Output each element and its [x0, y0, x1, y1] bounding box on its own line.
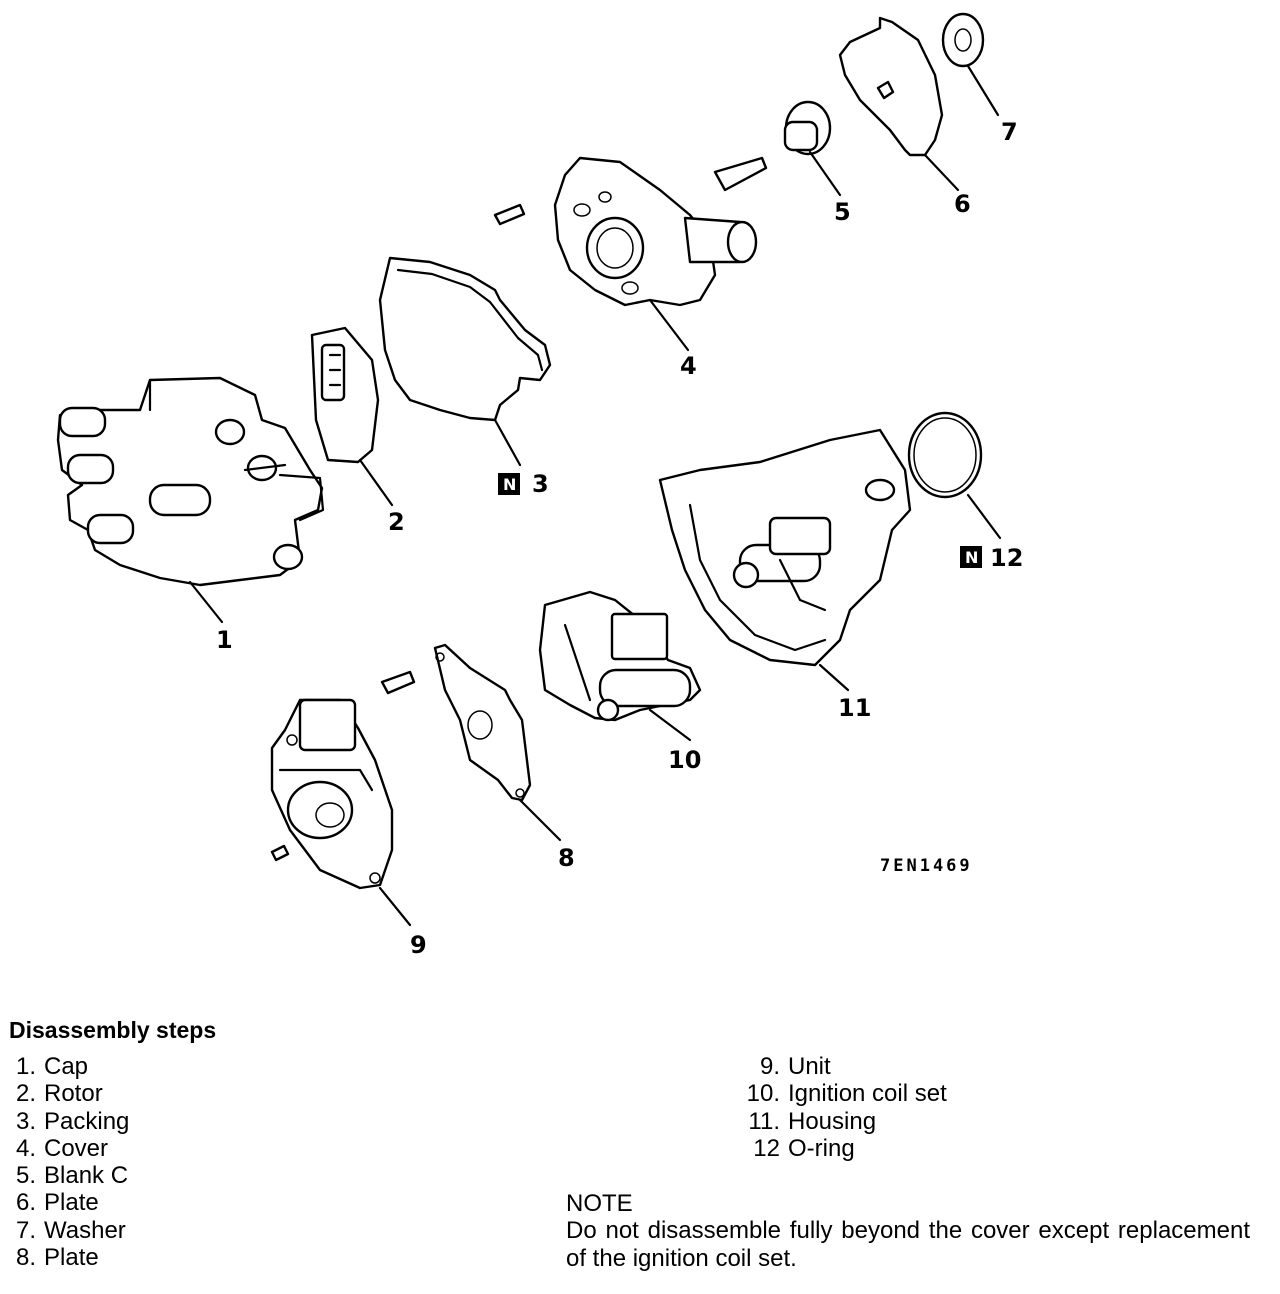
washer-drawing [941, 12, 985, 68]
step-number: 5. [15, 1162, 36, 1190]
step-label: Cover [44, 1134, 109, 1162]
step-item: 6. Plate [10, 1189, 129, 1216]
step-label: Packing [44, 1107, 130, 1135]
o-ring-drawing [907, 411, 983, 499]
step-number: 12 [753, 1134, 780, 1162]
steps-list-left: 1. Cap 2. Rotor 3. Packing 4. Cover 5. Blank C 6. P… [10, 1053, 129, 1271]
step-label: O-ring [788, 1134, 855, 1162]
step-item: 3. Packing [10, 1108, 129, 1135]
step-number: 3. [15, 1107, 36, 1135]
figure-code: 7EN1469 [880, 856, 973, 876]
steps-list-right: 9. Unit 10. Ignition coil set 11. Housing 12 O-… [738, 1053, 947, 1162]
ignition-coil-set-drawing [538, 590, 702, 722]
step-number: 9. [759, 1053, 780, 1080]
callout-8: 8 [558, 844, 575, 872]
step-item: 5. Blank C [10, 1162, 129, 1189]
callout-2: 2 [388, 508, 405, 536]
note-title: NOTE [566, 1190, 633, 1217]
step-item: 10. Ignition coil set [738, 1080, 947, 1107]
step-item: 7. Washer [10, 1217, 129, 1244]
step-number: 6. [15, 1189, 36, 1217]
packing-drawing [378, 256, 552, 422]
step-item: 4. Cover [10, 1135, 129, 1162]
step-item: 8. Plate [10, 1244, 129, 1271]
step-label: Blank C [44, 1162, 129, 1190]
svg-text:N: N [503, 475, 516, 494]
step-item: 1. Cap [10, 1053, 129, 1080]
rotor-drawing [310, 326, 380, 464]
cap-drawing [56, 376, 325, 587]
callout-5: 5 [834, 198, 851, 226]
step-number: 2. [15, 1080, 36, 1108]
housing-drawing [658, 428, 912, 667]
callout-12: 12 [990, 544, 1023, 572]
step-item: 2. Rotor [10, 1080, 129, 1107]
step-label: Rotor [44, 1080, 103, 1108]
callout-4: 4 [680, 352, 697, 380]
step-number: 1. [15, 1053, 36, 1080]
step-label: Unit [788, 1053, 831, 1080]
blank-cap-drawing [783, 100, 832, 156]
steps-title: Disassembly steps [9, 1017, 217, 1043]
svg-text:N: N [965, 548, 978, 567]
step-number: 11. [748, 1107, 780, 1135]
cover-drawing [553, 156, 758, 307]
step-number: 8. [15, 1244, 36, 1272]
callout-11: 11 [838, 694, 871, 722]
callout-1: 1 [216, 626, 233, 654]
new-part-badge-3: N [498, 473, 520, 495]
step-item: 11. Housing [738, 1108, 947, 1135]
leader-lines [188, 64, 1002, 927]
note-text: Do not disassemble fully beyond the cove… [566, 1217, 1250, 1272]
step-label: Ignition coil set [788, 1080, 947, 1108]
step-number: 7. [15, 1216, 36, 1244]
step-number: 10. [746, 1080, 780, 1108]
callout-10: 10 [668, 746, 701, 774]
screw-drawings [270, 156, 768, 862]
unit-drawing [270, 698, 394, 890]
step-label: Housing [788, 1107, 877, 1135]
plate-8-drawing [433, 643, 532, 802]
callout-3: 3 [532, 470, 549, 498]
callout-7: 7 [1001, 118, 1018, 146]
new-part-badge-12: N [960, 546, 982, 568]
callout-6: 6 [954, 190, 971, 218]
step-label: Cap [44, 1053, 89, 1080]
plate-drawing [838, 16, 944, 157]
exploded-view-diagram: 1 2 N 3 4 5 6 7 8 9 10 11 N 12 7EN1469 [56, 12, 1023, 959]
step-label: Washer [44, 1216, 126, 1244]
step-item: 9. Unit [738, 1053, 947, 1080]
step-label: Plate [44, 1244, 99, 1272]
step-label: Plate [44, 1189, 99, 1217]
step-number: 4. [15, 1134, 36, 1162]
step-item: 12 O-ring [738, 1135, 947, 1162]
callout-9: 9 [410, 931, 427, 959]
